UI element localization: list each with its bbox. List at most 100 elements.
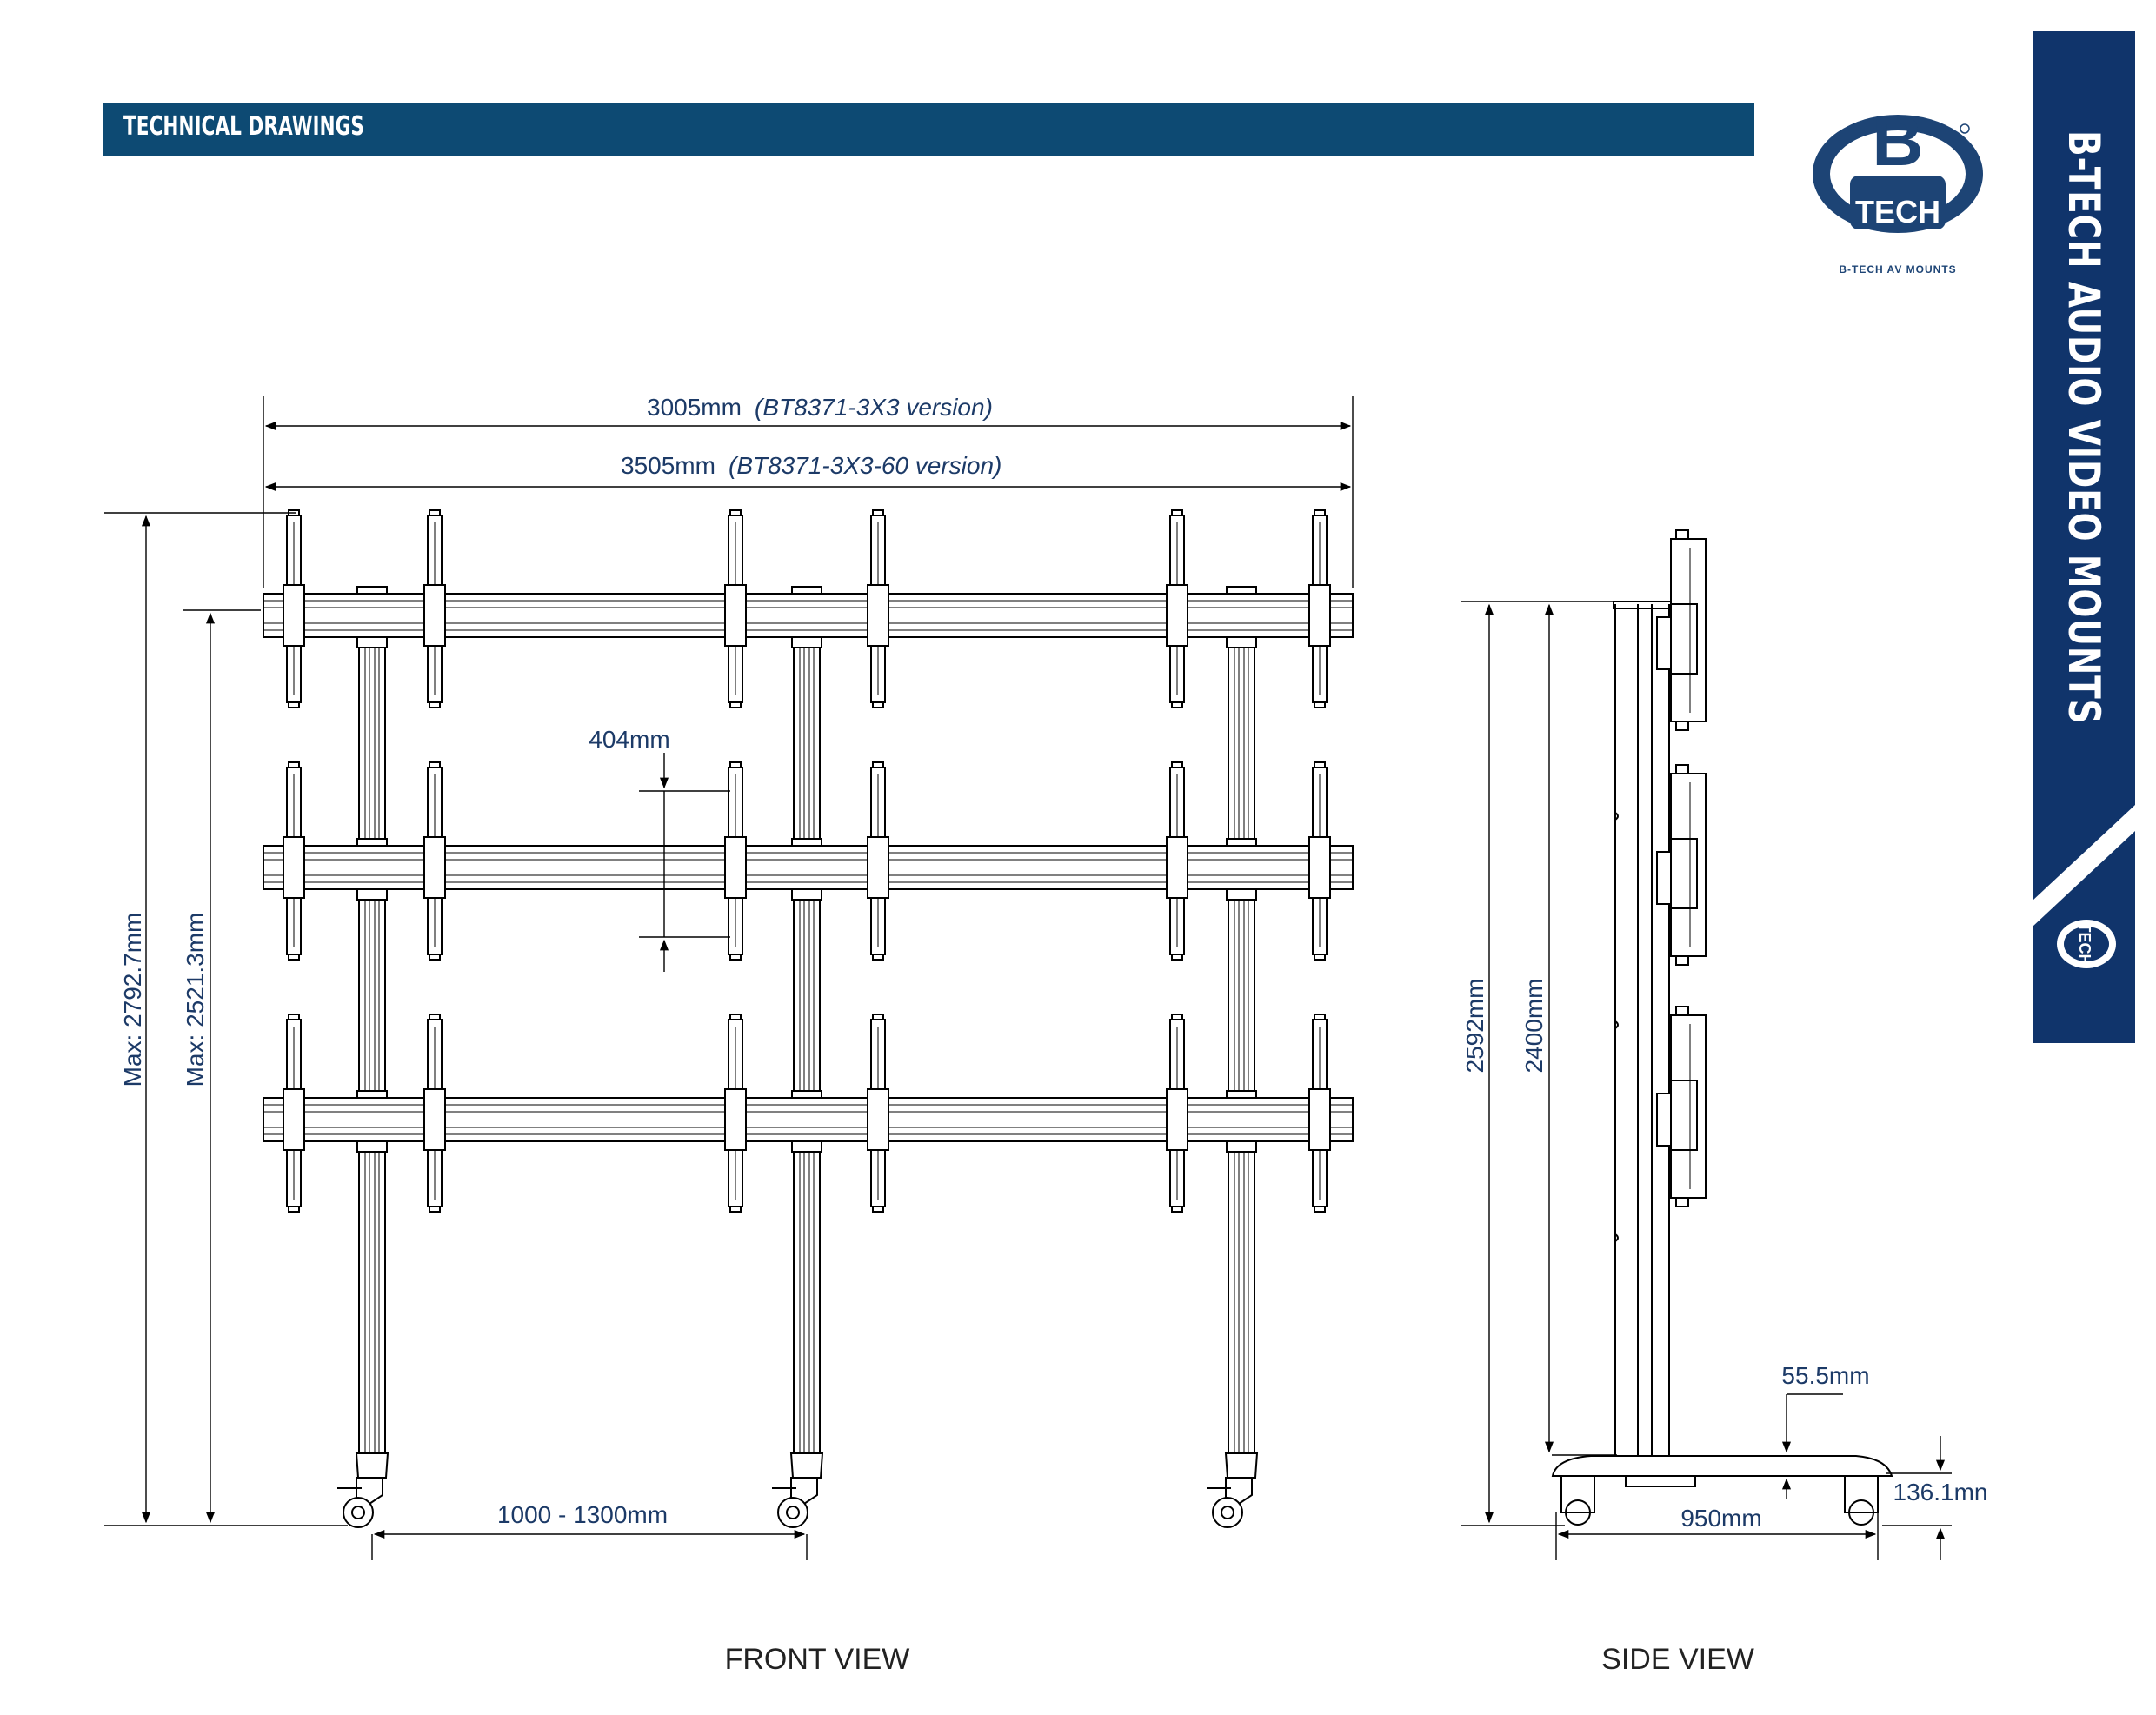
side-band: TECH bbox=[2033, 31, 2135, 1043]
display-bracket-clamp bbox=[283, 836, 305, 899]
side-bracket-knob-top bbox=[1675, 764, 1689, 774]
rail-coupler-bottom bbox=[356, 1140, 388, 1153]
front-casters bbox=[337, 1477, 1253, 1528]
rail-coupler-bottom bbox=[791, 1140, 822, 1153]
clearance-label: 136.1mn bbox=[1893, 1479, 1988, 1506]
logo-subline: B-TECH AV MOUNTS bbox=[1839, 263, 1956, 276]
column-spacing-label: 1000 - 1300mm bbox=[497, 1501, 668, 1528]
display-bracket-knob-top bbox=[429, 1014, 441, 1020]
display-bracket-clamp bbox=[1166, 1088, 1188, 1151]
front-brackets bbox=[283, 509, 1331, 1213]
side-logo-inner-icon bbox=[2064, 927, 2109, 961]
display-bracket-knob-bottom bbox=[729, 1206, 742, 1213]
rail-coupler-top bbox=[791, 586, 822, 595]
display-bracket-clamp bbox=[283, 584, 305, 647]
rail-coupler-top bbox=[791, 1090, 822, 1099]
display-bracket-clamp bbox=[867, 836, 889, 899]
front-column-foot bbox=[789, 1452, 824, 1479]
front-column bbox=[793, 632, 821, 1454]
display-bracket-clamp bbox=[724, 1088, 747, 1151]
logo-letter: B bbox=[1872, 103, 1923, 181]
display-bracket-clamp bbox=[1308, 836, 1331, 899]
side-height-column-label: 2400mm bbox=[1521, 979, 1547, 1074]
display-bracket-clamp bbox=[423, 1088, 446, 1151]
display-bracket-knob-bottom bbox=[429, 1206, 441, 1213]
display-bracket-knob-top bbox=[1171, 509, 1183, 516]
display-bracket-clamp bbox=[724, 584, 747, 647]
caster-wheel bbox=[777, 1497, 808, 1528]
logo-lower-band bbox=[1850, 176, 1946, 229]
rail-coupler-top bbox=[356, 586, 388, 595]
rail-coupler-bottom bbox=[791, 636, 822, 648]
rail-coupler-top bbox=[1226, 838, 1257, 847]
rail-coupler-top bbox=[1226, 1090, 1257, 1099]
front-columns bbox=[355, 588, 1259, 1479]
width-60-value: 3505mm bbox=[621, 452, 715, 479]
display-bracket-knob-bottom bbox=[872, 701, 884, 708]
display-bracket-knob-bottom bbox=[1171, 1206, 1183, 1213]
display-bracket-knob-top bbox=[729, 509, 742, 516]
rail-coupler-bottom bbox=[1226, 1140, 1257, 1153]
display-bracket-knob-top bbox=[872, 509, 884, 516]
display-bracket-clamp bbox=[724, 836, 747, 899]
caster-hub bbox=[351, 1506, 365, 1519]
width-3x3-value: 3005mm bbox=[647, 394, 742, 421]
side-base-pad bbox=[1625, 1475, 1696, 1487]
front-column bbox=[1228, 632, 1255, 1454]
display-bracket-knob-bottom bbox=[288, 954, 300, 961]
rail-coupler-top bbox=[1226, 586, 1257, 595]
side-brackets bbox=[1656, 529, 1707, 1207]
rail-coupler-top bbox=[356, 1090, 388, 1099]
display-bracket-clamp bbox=[867, 1088, 889, 1151]
display-bracket-knob-top bbox=[429, 761, 441, 768]
rail-spacing-label: 404mm bbox=[589, 726, 669, 753]
side-bracket-knob-bottom bbox=[1675, 1197, 1689, 1207]
display-bracket-clamp bbox=[1166, 584, 1188, 647]
display-bracket-knob-top bbox=[1171, 1014, 1183, 1020]
display-bracket-knob-bottom bbox=[1171, 701, 1183, 708]
display-bracket-knob-top bbox=[1314, 761, 1326, 768]
side-column bbox=[1614, 604, 1670, 1459]
rail-coupler-bottom bbox=[356, 888, 388, 901]
display-bracket-knob-bottom bbox=[1171, 954, 1183, 961]
side-bracket-clamp bbox=[1670, 1080, 1698, 1151]
btech-logo: B TECH B-TECH AV MOUNTS bbox=[1813, 103, 1983, 276]
display-bracket-knob-top bbox=[1314, 509, 1326, 516]
side-column-joints bbox=[1614, 812, 1619, 1242]
side-caster-right bbox=[1844, 1475, 1879, 1513]
front-column-foot bbox=[355, 1452, 389, 1479]
display-bracket-knob-top bbox=[872, 1014, 884, 1020]
header-bar: TECHNICAL DRAWINGS bbox=[103, 103, 1754, 156]
base-height-label: 55.5mm bbox=[1781, 1362, 1869, 1389]
display-bracket-knob-bottom bbox=[729, 954, 742, 961]
display-bracket-clamp bbox=[283, 1088, 305, 1151]
max-height-total-label: Max: 2792.7mm bbox=[119, 913, 146, 1087]
caster-wheel bbox=[343, 1497, 374, 1528]
display-bracket-knob-bottom bbox=[1314, 954, 1326, 961]
display-bracket-clamp bbox=[423, 836, 446, 899]
side-bracket-knob-bottom bbox=[1675, 721, 1689, 731]
display-bracket-knob-top bbox=[429, 509, 441, 516]
caster-hub bbox=[786, 1506, 800, 1519]
display-bracket-knob-top bbox=[1314, 1014, 1326, 1020]
side-view-drawing bbox=[1461, 529, 1952, 1560]
display-bracket-knob-top bbox=[288, 1014, 300, 1020]
display-bracket-clamp bbox=[867, 584, 889, 647]
side-view-label: SIDE VIEW bbox=[1601, 1643, 1754, 1676]
display-bracket-knob-bottom bbox=[288, 1206, 300, 1213]
display-bracket-knob-bottom bbox=[872, 1206, 884, 1213]
base-depth-label: 950mm bbox=[1680, 1505, 1761, 1532]
front-view-label: FRONT VIEW bbox=[725, 1643, 910, 1676]
max-height-rail-label: Max: 2521.3mm bbox=[182, 913, 209, 1087]
logo-word: TECH bbox=[1855, 194, 1940, 229]
side-bracket-knob-bottom bbox=[1675, 955, 1689, 966]
side-height-total-label: 2592mm bbox=[1461, 979, 1488, 1074]
caster-wheel bbox=[1212, 1497, 1243, 1528]
display-bracket-knob-bottom bbox=[429, 954, 441, 961]
display-bracket-knob-top bbox=[729, 761, 742, 768]
display-bracket-knob-top bbox=[729, 1014, 742, 1020]
display-bracket-clamp bbox=[423, 584, 446, 647]
side-wheel-right bbox=[1848, 1499, 1874, 1526]
